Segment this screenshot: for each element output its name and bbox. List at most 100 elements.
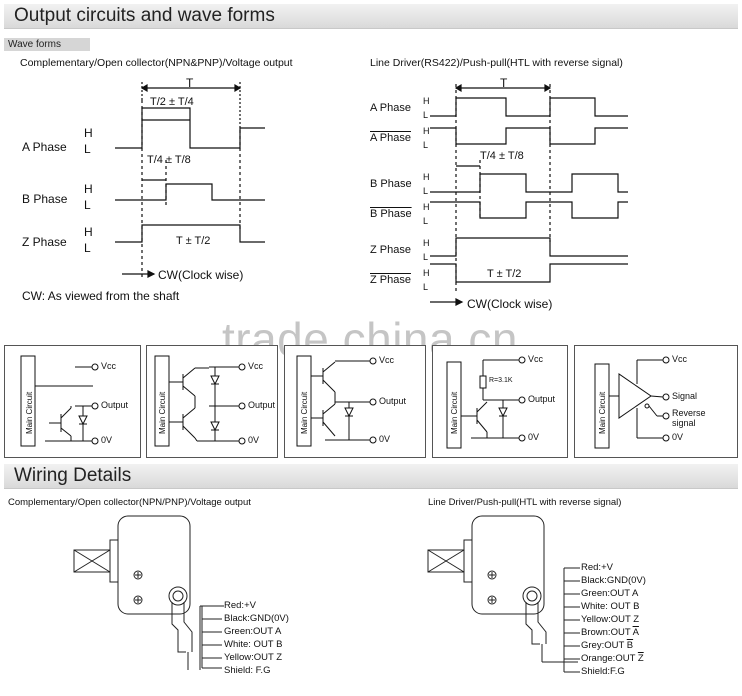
wire-text: White: OUT B — [581, 601, 640, 612]
right-z-bar-low: L — [423, 282, 429, 292]
comp-vcc-label: Vcc — [248, 361, 264, 371]
npn-vcc-label: Vcc — [101, 361, 117, 371]
output-section-title: Output circuits and wave forms — [14, 5, 275, 26]
right-z-bar-high: H — [423, 268, 430, 278]
left-z-phase-label: Z Phase — [22, 235, 67, 249]
wiring-right-wire: Orange:OUT Z — [581, 653, 644, 664]
wiring-left-caption: Complementary/Open collector(NPN/PNP)/Vo… — [8, 497, 251, 508]
circuit-box-complementary: Main Circuit Vcc Output 0V — [146, 345, 278, 458]
volt-zero-v-label: 0V — [528, 432, 540, 442]
right-period-label: T — [500, 76, 508, 90]
left-b-high: H — [84, 182, 93, 196]
comp-zero-v-label: 0V — [248, 435, 260, 445]
wiring-right-wire: Brown:OUT A — [581, 627, 639, 638]
wiring-left-wire: Red:+V — [224, 600, 256, 611]
ld-signal-label: Signal — [672, 391, 698, 401]
npn-output-label: Output — [101, 400, 129, 410]
pp-zero-v-label: 0V — [379, 434, 391, 444]
left-a-high: H — [84, 126, 93, 140]
right-z-phase-label: Z Phase — [370, 244, 411, 256]
left-b-tolerance: T/4 ± T/8 — [147, 154, 191, 166]
left-a-tolerance: T/2 ± T/4 — [150, 96, 194, 108]
circuit-box-line-driver: Main Circuit Vcc Signal Reverse signal 0… — [574, 345, 738, 458]
wiring-section-banner: Wiring Details — [4, 464, 738, 489]
right-z-low: L — [423, 252, 429, 262]
left-a-phase-label: A Phase — [22, 140, 67, 154]
left-a-low: L — [84, 142, 91, 156]
wire-text: Brown:OUT — [581, 627, 633, 638]
right-b-phase-label: B Phase — [370, 178, 412, 190]
left-z-tolerance: T ± T/2 — [176, 235, 211, 247]
right-b-tolerance: T/4 ± T/8 — [480, 150, 524, 162]
ld-reverse-label-2: signal — [672, 418, 696, 428]
left-b-phase-label: B Phase — [22, 192, 68, 206]
right-a-high: H — [423, 96, 430, 106]
right-b-bar-high: H — [423, 202, 430, 212]
wiring-right-wire: White: OUT B — [581, 601, 639, 612]
wire-text: Black:GND(0V) — [581, 575, 646, 586]
left-cw-label: CW(Clock wise) — [158, 268, 244, 282]
npn-zero-v-label: 0V — [101, 435, 113, 445]
circuit-box-pushpull: Main Circuit Vcc Output 0V — [284, 345, 426, 458]
wave-forms-tab: Wave forms — [4, 38, 90, 51]
right-b-high: H — [423, 172, 430, 182]
wiring-left-wire: Yellow:OUT Z — [224, 652, 283, 663]
right-a-bar-high: H — [423, 126, 430, 136]
left-waveform-diagram — [115, 82, 265, 280]
wiring-right-wire: Green:OUT A — [581, 588, 638, 599]
right-b-low: L — [423, 186, 429, 196]
circuit-box-voltage: Main Circuit R=3.1K Vcc Output 0V — [432, 345, 568, 458]
comp-main-circuit-label: Main Circuit — [158, 391, 167, 434]
right-z-tolerance: T ± T/2 — [487, 268, 522, 280]
npn-circuit-schematic — [20, 355, 99, 447]
wiring-left-wire: Black:GND(0V) — [224, 613, 289, 624]
left-z-low: L — [84, 241, 91, 255]
wire-text: Grey:OUT — [581, 640, 627, 651]
wiring-right-wire: Grey:OUT B — [581, 640, 633, 651]
wiring-right-caption: Line Driver/Push-pull(HTL with reverse s… — [428, 497, 622, 508]
right-a-bar-low: L — [423, 140, 429, 150]
left-wave-caption: Complementary/Open collector(NPN&PNP)/Vo… — [20, 57, 293, 69]
wire-bar: B — [626, 640, 634, 651]
wire-text: Shield:F.G — [581, 666, 625, 677]
wiring-right-wire: Black:GND(0V) — [581, 575, 646, 586]
pp-vcc-label: Vcc — [379, 355, 395, 365]
ld-zero-v-label: 0V — [672, 432, 684, 442]
npn-main-circuit-label: Main Circuit — [25, 391, 34, 434]
ld-reverse-label-1: Reverse — [672, 408, 706, 418]
right-waveform-diagram — [430, 83, 628, 306]
wire-text: Red:+V — [581, 562, 613, 573]
volt-output-label: Output — [528, 394, 556, 404]
wiring-left-wire: White: OUT B — [224, 639, 283, 650]
wire-text: Orange:OUT — [581, 653, 638, 664]
encoder-right-drawing — [427, 515, 578, 663]
right-z-high: H — [423, 238, 430, 248]
right-cw-label: CW(Clock wise) — [467, 297, 553, 311]
wiring-right-wire: Shield:F.G — [581, 666, 625, 677]
right-a-phase-label: A Phase — [370, 102, 411, 114]
right-wave-caption: Line Driver(RS422)/Push-pull(HTL with re… — [370, 57, 623, 69]
volt-main-circuit-label: Main Circuit — [450, 391, 459, 434]
wiring-left-leaders — [201, 605, 222, 669]
wiring-left-wire: Shield: F.G — [224, 665, 271, 676]
left-period-label: T — [186, 76, 194, 90]
left-z-high: H — [84, 225, 93, 239]
ld-vcc-label: Vcc — [672, 354, 688, 364]
right-z-bar-phase-label: Z Phase — [370, 274, 411, 286]
wiring-section-title: Wiring Details — [14, 465, 132, 486]
wire-bar: A — [632, 627, 639, 638]
right-a-bar-phase-label: A Phase — [370, 132, 411, 144]
wire-bar: Z — [637, 653, 644, 664]
wiring-left-wire: Green:OUT A — [224, 626, 282, 637]
left-cw-note: CW: As viewed from the shaft — [22, 289, 180, 303]
volt-resistor-label: R=3.1K — [489, 377, 513, 384]
right-a-low: L — [423, 110, 429, 120]
circuit-box-npn: Main Circuit Vcc Output 0V — [4, 345, 141, 458]
right-b-bar-phase-label: B Phase — [370, 208, 412, 220]
complementary-circuit-schematic — [154, 355, 246, 447]
wire-text: Yellow:OUT Z — [581, 614, 640, 625]
comp-output-label: Output — [248, 400, 276, 410]
output-section-banner: Output circuits and wave forms — [4, 4, 738, 29]
wiring-right-leaders — [563, 567, 580, 673]
ld-main-circuit-label: Main Circuit — [598, 391, 607, 434]
